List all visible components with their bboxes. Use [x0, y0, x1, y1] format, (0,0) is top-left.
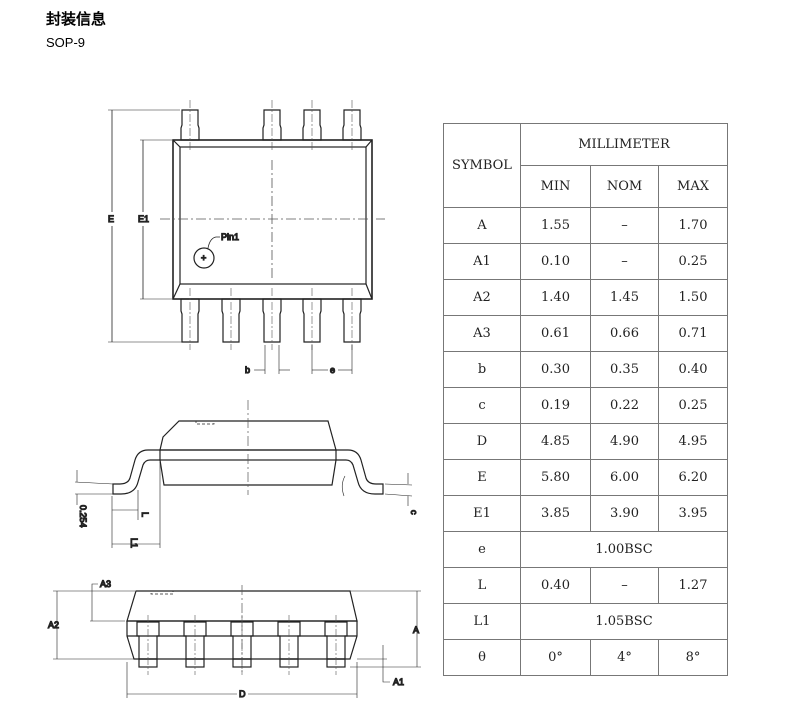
dim-L1-label: L1 [129, 538, 139, 548]
cell-min: 4.85 [520, 423, 591, 460]
lead [180, 298, 200, 343]
cell-min: 0.19 [520, 387, 591, 424]
front-view: A3 A2 A A1 D [47, 578, 421, 700]
lead [221, 298, 241, 343]
cell-symbol: A3 [443, 315, 521, 352]
lead [262, 298, 282, 343]
cell-min: 3.85 [520, 495, 591, 532]
lead [262, 109, 282, 141]
cell-nom: 4° [590, 639, 659, 676]
package-name: SOP-9 [46, 35, 86, 50]
cell-nom: 1.45 [590, 279, 659, 316]
cell-min: 1.40 [520, 279, 591, 316]
col-nom: NOM [590, 165, 659, 208]
dim-E1-label: E1 [138, 214, 149, 224]
cell-symbol: E [443, 459, 521, 496]
cell-max: 8° [658, 639, 728, 676]
dim-b-label: b [245, 365, 250, 375]
cell-nom: – [590, 243, 659, 280]
cell-symbol: D [443, 423, 521, 460]
dim-E-label: E [108, 214, 114, 224]
cell-symbol: L [443, 567, 521, 604]
cell-symbol: c [443, 387, 521, 424]
cell-min: 0.61 [520, 315, 591, 352]
lead [342, 109, 362, 141]
col-max: MAX [658, 165, 728, 208]
gauge-label: 0.254 [78, 505, 88, 528]
cell-nom: – [590, 207, 659, 244]
lead [180, 109, 200, 141]
cell-span: 1.05BSC [520, 603, 728, 640]
dim-c-label: c [409, 510, 419, 515]
cell-max: 1.27 [658, 567, 728, 604]
top-view: + Pin1 E E1 b e [106, 100, 385, 376]
cell-symbol: E1 [443, 495, 521, 532]
dim-A2-label: A2 [48, 620, 59, 630]
cell-nom: 3.90 [590, 495, 659, 532]
section-heading: 封装信息 [46, 11, 107, 28]
cell-max: 0.40 [658, 351, 728, 388]
cell-nom: 0.35 [590, 351, 659, 388]
cell-span: 1.00BSC [520, 531, 728, 568]
cell-min: 5.80 [520, 459, 591, 496]
cell-max: 1.70 [658, 207, 728, 244]
cell-max: 0.25 [658, 243, 728, 280]
cell-max: 4.95 [658, 423, 728, 460]
cell-nom: 0.66 [590, 315, 659, 352]
symbol-header: SYMBOL [443, 123, 521, 208]
cell-nom: 6.00 [590, 459, 659, 496]
cell-symbol: A2 [443, 279, 521, 316]
cell-symbol: L1 [443, 603, 521, 640]
col-min: MIN [520, 165, 591, 208]
cell-min: 0.10 [520, 243, 591, 280]
cell-nom: – [590, 567, 659, 604]
cell-nom: 4.90 [590, 423, 659, 460]
svg-text:+: + [201, 253, 206, 263]
cell-max: 1.50 [658, 279, 728, 316]
dim-A3-label: A3 [100, 579, 111, 589]
cell-symbol: θ [443, 639, 521, 676]
cell-min: 1.55 [520, 207, 591, 244]
cell-symbol: A1 [443, 243, 521, 280]
dim-A-label: A [413, 625, 419, 635]
lead [342, 298, 362, 343]
unit-header: MILLIMETER [520, 123, 728, 166]
cell-symbol: e [443, 531, 521, 568]
cell-min: 0.40 [520, 567, 591, 604]
lead [302, 298, 322, 343]
dim-A1-label: A1 [393, 677, 404, 687]
cell-max: 0.25 [658, 387, 728, 424]
dim-e-label: e [330, 365, 335, 375]
cell-symbol: A [443, 207, 521, 244]
side-view: 0.254 L L1 c [74, 400, 420, 549]
cell-nom: 0.22 [590, 387, 659, 424]
cell-symbol: b [443, 351, 521, 388]
dim-D-label: D [239, 689, 246, 699]
cell-min: 0.30 [520, 351, 591, 388]
cell-max: 3.95 [658, 495, 728, 532]
pin1-label: Pin1 [221, 232, 239, 242]
dim-L-label: L [140, 512, 150, 517]
cell-max: 0.71 [658, 315, 728, 352]
lead [302, 109, 322, 141]
cell-max: 6.20 [658, 459, 728, 496]
cell-min: 0° [520, 639, 591, 676]
